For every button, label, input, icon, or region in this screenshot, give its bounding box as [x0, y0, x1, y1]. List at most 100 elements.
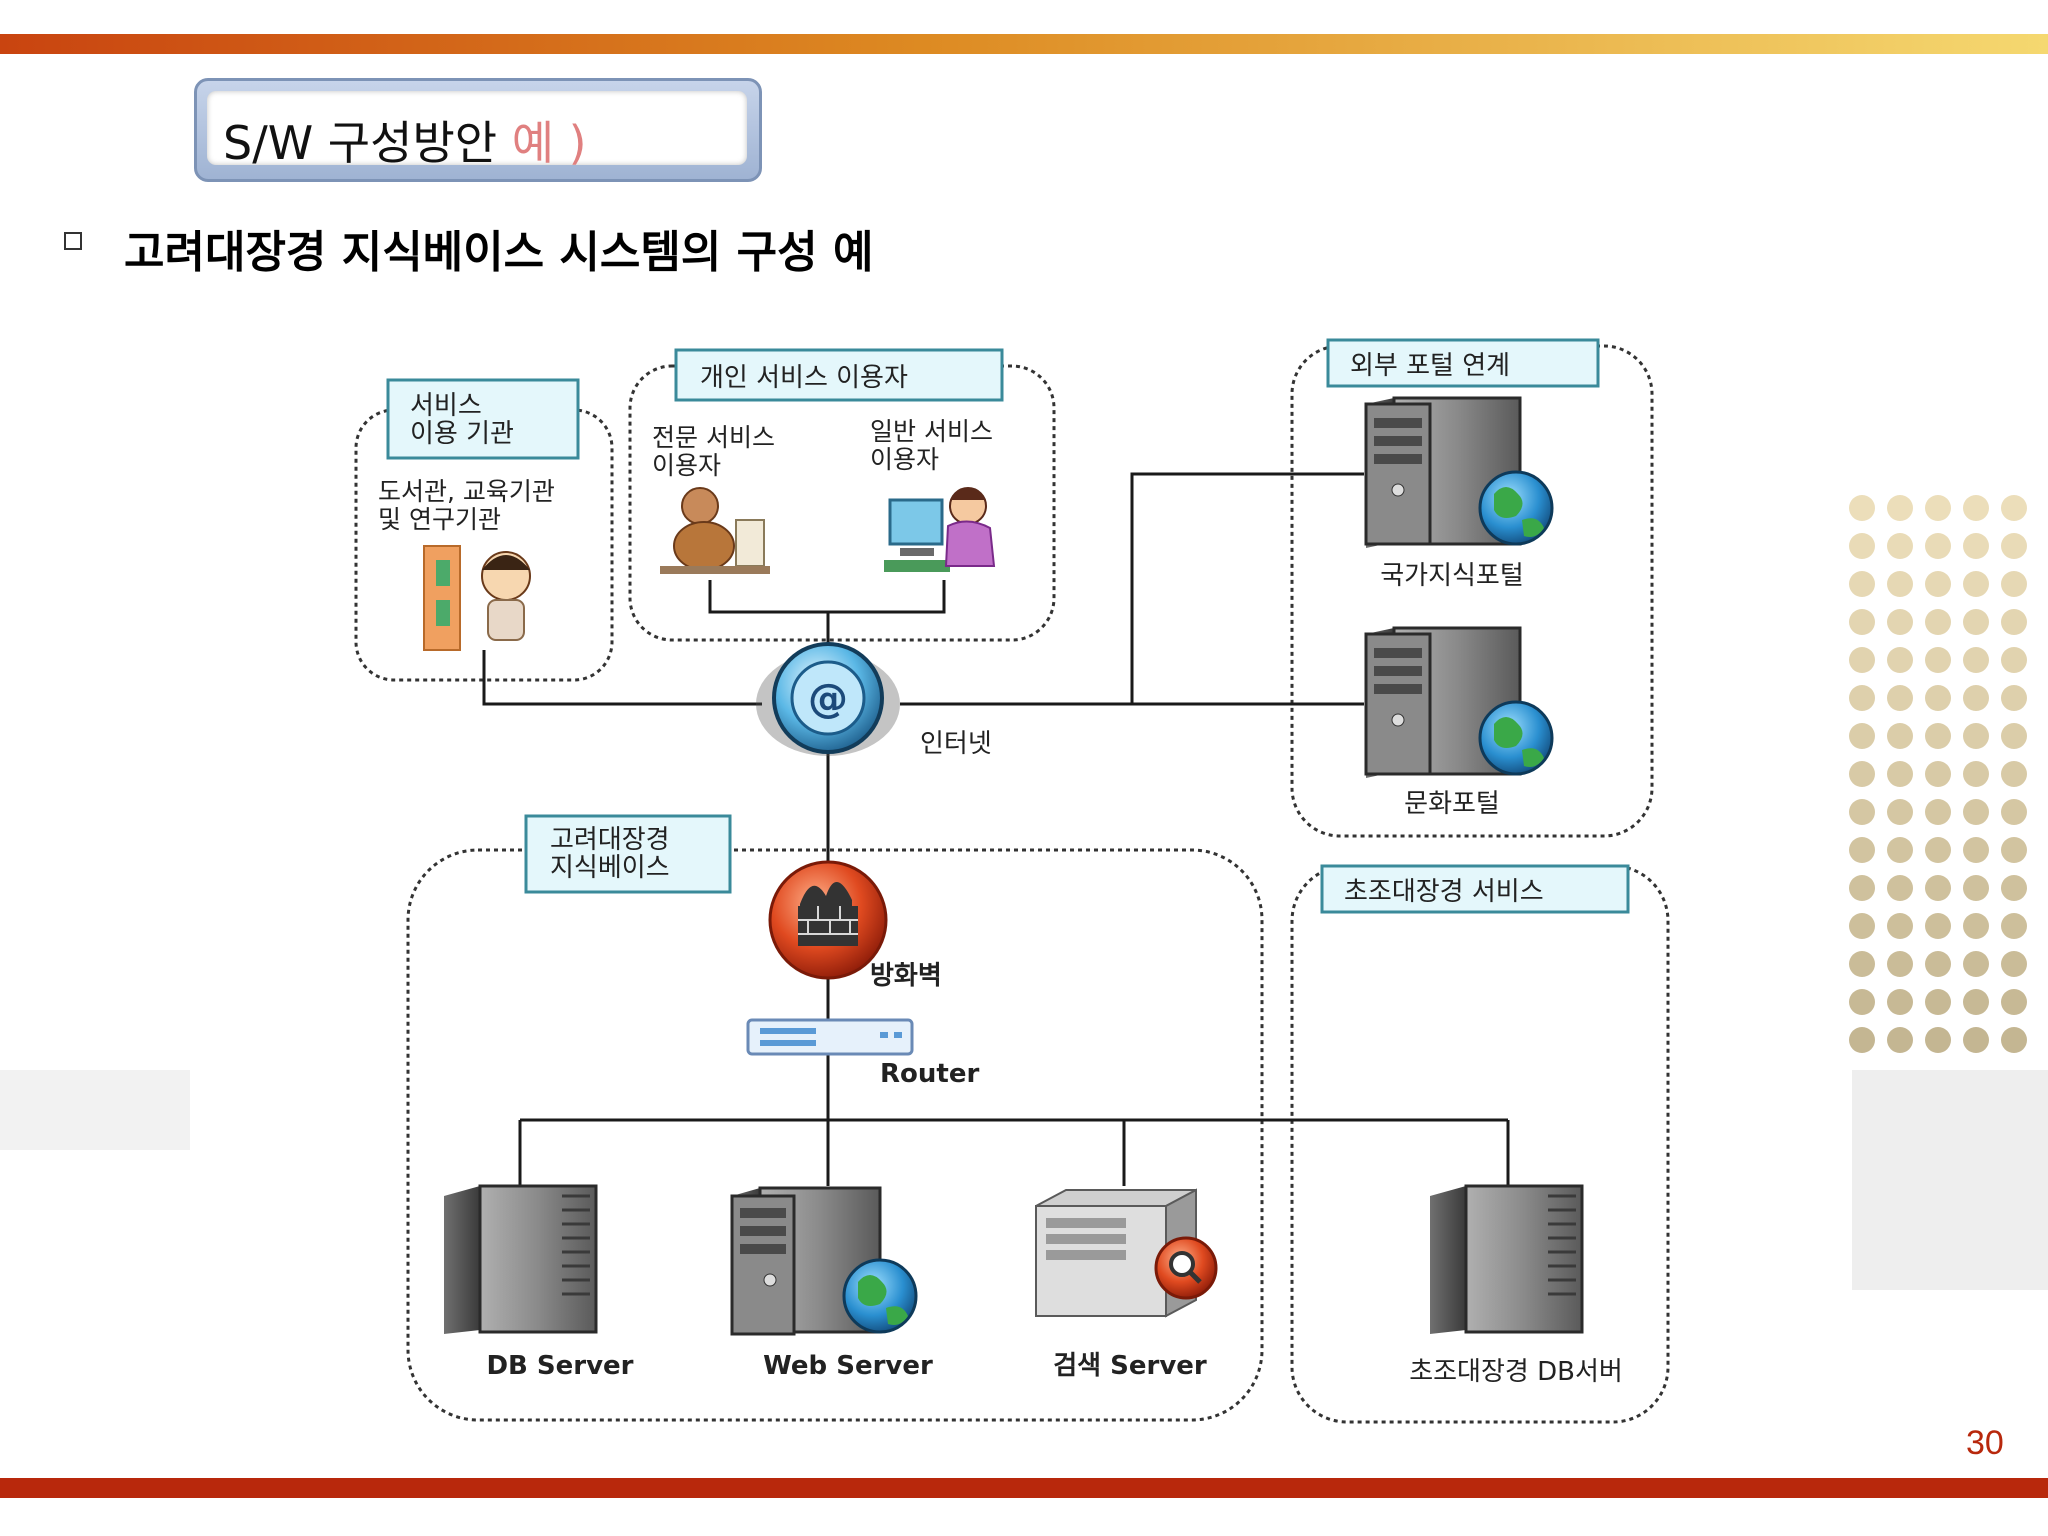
decorative-dot [1849, 913, 1875, 939]
label-box-koryo-kb [524, 814, 732, 894]
label-chojo-db: 초조대장경 DB서버 [1409, 1357, 1623, 1387]
decorative-dot [1887, 799, 1913, 825]
decorative-dot [1963, 723, 1989, 749]
slide-title: S/W 구성방안 예 ) [223, 107, 587, 173]
decorative-dot [1925, 609, 1951, 635]
expert-user-icon [660, 487, 770, 574]
decorative-dot [1925, 495, 1951, 521]
label-box-external [1326, 338, 1600, 388]
decorative-dot [2001, 609, 2027, 635]
decorative-dot [1849, 495, 1875, 521]
globe-icon [842, 1258, 918, 1334]
label-chojo: 초조대장경 서비스 [1344, 877, 1544, 907]
label-router: Router [880, 1059, 979, 1089]
decorative-dot [2001, 951, 2027, 977]
globe-icon [1478, 700, 1554, 776]
decorative-dot [1925, 799, 1951, 825]
decorative-dot [1887, 723, 1913, 749]
slide-title-main: S/W 구성방안 [223, 116, 498, 170]
globe-icon [1478, 470, 1554, 546]
decorative-dot [1963, 989, 1989, 1015]
decorative-dot [1887, 609, 1913, 635]
decorative-dot [1963, 913, 1989, 939]
decorative-dot [1849, 875, 1875, 901]
decorative-dot [1849, 951, 1875, 977]
decorative-dot [2001, 913, 2027, 939]
decorative-dot [1925, 951, 1951, 977]
decorative-dot [1963, 495, 1989, 521]
decorative-dot [2001, 1027, 2027, 1053]
label-db-server: DB Server [486, 1351, 633, 1381]
decorative-dot [2001, 571, 2027, 597]
label-portal-national: 국가지식포털 [1380, 561, 1524, 591]
db-server-icon [444, 1184, 598, 1334]
internet-icon: @ [756, 642, 900, 756]
decorative-dot [1963, 1027, 1989, 1053]
decorative-dot [1849, 647, 1875, 673]
decorative-dot [2001, 647, 2027, 673]
decorative-shade [0, 1070, 190, 1150]
label-internet: 인터넷 [920, 729, 992, 759]
decorative-dot [1849, 761, 1875, 787]
title-inner-panel: S/W 구성방안 예 ) [207, 91, 747, 170]
label-personal: 개인 서비스 이용자 [700, 363, 908, 393]
label-external: 외부 포털 연계 [1350, 351, 1510, 381]
decorative-dot [1963, 837, 1989, 863]
decorative-dot [1963, 761, 1989, 787]
slide-title-accent: 예 ) [511, 116, 587, 170]
firewall-icon [768, 860, 888, 980]
decorative-dot [1849, 533, 1875, 559]
decorative-dot [1849, 723, 1875, 749]
decorative-dot [1849, 685, 1875, 711]
label-box-service-org [386, 378, 580, 460]
decorative-dot [1887, 647, 1913, 673]
decorative-dot [1887, 761, 1913, 787]
decorative-dot [1925, 913, 1951, 939]
decorative-shade [1852, 1070, 2048, 1290]
decorative-dot [1963, 647, 1989, 673]
decorative-dot [1963, 951, 1989, 977]
decorative-dot [2001, 495, 2027, 521]
group-outline-chojo [1290, 864, 1670, 1424]
group-outline-koryo-kb [406, 848, 1264, 1422]
decorative-dot [1925, 989, 1951, 1015]
library-person-icon [423, 545, 531, 651]
decorative-dot [1963, 533, 1989, 559]
top-accent-bar [0, 34, 2048, 54]
decorative-dot [2001, 533, 2027, 559]
decorative-dot [1925, 875, 1951, 901]
decorative-dot [1849, 609, 1875, 635]
decorative-dot [1925, 1027, 1951, 1053]
decorative-dot [1925, 571, 1951, 597]
svg-text:@: @ [808, 676, 848, 722]
general-user-icon [884, 487, 996, 572]
decorative-dot [1925, 837, 1951, 863]
decorative-dot [1963, 799, 1989, 825]
decorative-dot [1887, 913, 1913, 939]
decorative-dot [1925, 761, 1951, 787]
decorative-dot [2001, 799, 2027, 825]
label-search-server: 검색 Server [1053, 1351, 1207, 1381]
decorative-dot [1963, 875, 1989, 901]
decorative-dot [1963, 685, 1989, 711]
decorative-dot [1963, 571, 1989, 597]
decorative-dot [1849, 799, 1875, 825]
decorative-dot [1887, 533, 1913, 559]
label-web-server: Web Server [763, 1351, 933, 1381]
decorative-dot [1887, 571, 1913, 597]
decorative-dot [2001, 837, 2027, 863]
decorative-dot [1963, 609, 1989, 635]
decorative-dot [1849, 571, 1875, 597]
decorative-dot [2001, 875, 2027, 901]
decorative-dot [1887, 1027, 1913, 1053]
line-internet-to-portal1 [1130, 472, 1364, 704]
router-icon [746, 1018, 914, 1056]
decorative-dot [1849, 837, 1875, 863]
